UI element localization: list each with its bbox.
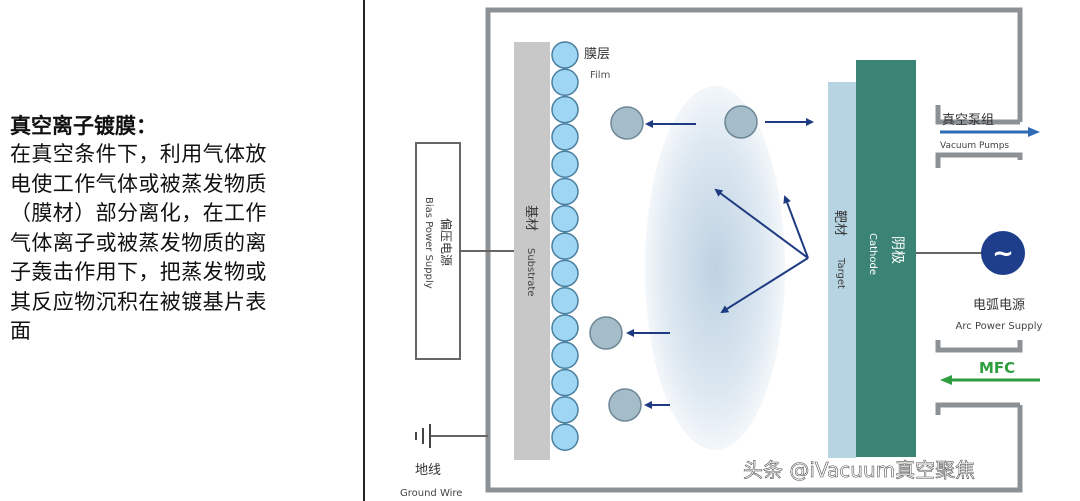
description-line: 电使工作气体或被蒸发物质 [10,171,267,196]
film-particle [551,41,579,69]
description-line: 气体离子或被蒸发物质的离 [10,230,267,255]
description-line: 子轰击作用下，把蒸发物或 [10,260,267,284]
mfc-arrow-head [940,375,952,385]
watermark: 头条 @iVacuum真空聚焦 [743,458,975,482]
ion-plating-diagram: 基材 Substrate 膜层 Film 靶材 Target 阴极 Cathod… [400,7,1043,499]
gas-inlet-duct [935,340,1023,415]
film-particle [551,368,579,397]
vacuum-pump-duct [935,105,1023,168]
cathode-label-cn: 阴极 [889,236,905,264]
arc-label-en: Arc Power Supply [956,321,1043,332]
particle [610,106,644,140]
vacuum-label-cn: 真空泵组 [942,113,994,128]
mfc-label: MFC [979,359,1015,377]
film-particle [551,150,579,178]
particle [608,388,642,422]
ground-label-en: Ground Wire [400,488,462,499]
vacuum-arrow-head [1028,127,1040,137]
film-particle [551,396,579,424]
film-particle [551,123,579,151]
emission-arrow [720,257,809,314]
film-particle [551,95,579,124]
arc-power-supply-icon [981,231,1025,275]
vacuum-label-en: Vacuum Pumps [940,141,1009,151]
substrate-label-cn: 基材 [523,205,538,231]
panel-divider [363,0,365,501]
target-label-cn: 靶材 [832,210,847,236]
description-panel: 真空离子镀膜： 在真空条件下，利用气体放 电使工作气体或被蒸发物质 （膜材）部分… [10,112,340,347]
substrate [514,42,550,460]
plasma-cloud [645,86,785,450]
description-line: （膜材）部分离化，在工作 [10,201,267,225]
emission-arrow [714,188,809,259]
film-particle [551,232,579,260]
target [828,82,856,458]
particle [724,105,758,139]
film-particle [551,68,579,97]
film-layer [551,41,579,451]
arc-label-cn: 电弧电源 [973,298,1025,313]
target-label-en: Target [835,257,846,289]
substrate-label-en: Substrate [525,248,536,296]
film-particle [551,177,579,206]
description-line: 其反应物沉积在被镀基片表 [10,289,267,314]
film-particle [551,286,579,315]
film-particle [551,423,579,451]
cathode-label-en: Cathode [867,233,878,275]
film-particle [551,205,579,233]
film-particle [551,341,579,370]
ground-label-cn: 地线 [415,463,441,478]
bias-label-en: Bias Power Supply [423,197,434,289]
film-particle [551,314,579,342]
arc-symbol: ~ [992,239,1014,269]
film-particle [551,259,579,288]
film-label-cn: 膜层 [584,47,610,62]
film-label-en: Film [590,70,610,81]
description-title: 真空离子镀膜： [10,113,157,138]
description-line: 在真空条件下，利用气体放 [10,142,267,166]
description-line: 面 [10,319,32,343]
emission-arrow [783,195,809,259]
cathode [856,60,916,457]
particle [589,316,623,350]
bias-label-cn: 偏压电源 [439,218,454,266]
